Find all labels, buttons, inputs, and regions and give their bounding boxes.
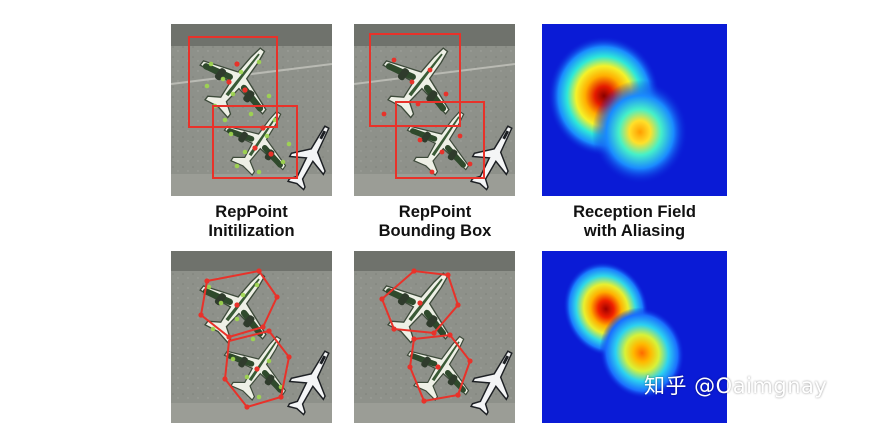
image-repoint-bounding-box-bottom <box>354 251 515 423</box>
caption-line: Initilization <box>208 222 295 240</box>
caption-line: Reception Field <box>573 203 696 221</box>
caption-reception-field-aliasing: Reception Field with Aliasing <box>542 203 727 241</box>
caption-line: RepPoint <box>398 203 472 221</box>
caption-repoint-bounding-box: RepPoint Bounding Box <box>350 203 520 241</box>
caption-line: with Aliasing <box>583 222 686 240</box>
caption-repoint-initialization: RepPoint Initilization <box>171 203 332 241</box>
watermark-text: 知乎 @Oaimgnay <box>644 374 828 398</box>
caption-line: RepPoint <box>215 203 288 221</box>
image-repoint-bounding-box-top <box>354 24 515 196</box>
image-repoint-initialization-bottom <box>171 251 332 423</box>
heatmap-reception-field-refined <box>542 251 727 423</box>
caption-line: Bounding Box <box>378 222 492 240</box>
heatmap-reception-field-aliasing <box>542 24 727 196</box>
image-repoint-initialization-top <box>171 24 332 196</box>
